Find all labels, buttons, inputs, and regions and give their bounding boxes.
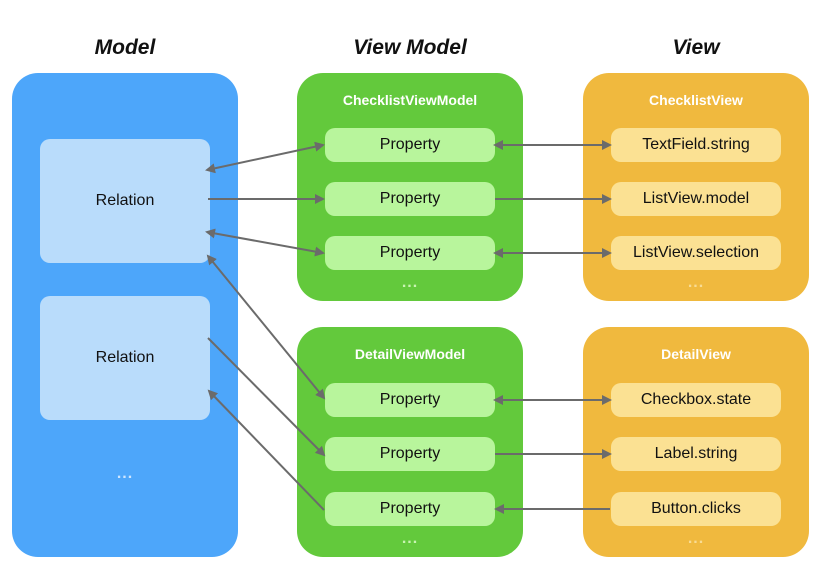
checklist-view-panel: ChecklistView TextField.string ListView.… bbox=[583, 73, 809, 301]
arrow-relation1-to-cvm-property1 bbox=[205, 141, 325, 174]
detail-vm-property-2: Property bbox=[325, 437, 495, 471]
relation-label-1: Relation bbox=[95, 192, 155, 209]
detail-view-title: DetailView bbox=[661, 346, 731, 362]
arrow-relation1-to-cvm-property3 bbox=[205, 228, 325, 257]
checklist-view-ellipsis: ... bbox=[687, 274, 705, 291]
model-panel: Relation Relation ... bbox=[12, 73, 238, 557]
checklist-view-model-title: ChecklistViewModel bbox=[342, 92, 478, 108]
detail-vm-ellipsis: ... bbox=[401, 530, 419, 547]
checklist-vm-property-1: Property bbox=[325, 128, 495, 162]
relation-box-1: Relation bbox=[40, 139, 210, 263]
relation-box-2: Relation bbox=[40, 296, 210, 420]
checklist-vm-property-2: Property bbox=[325, 182, 495, 216]
checklist-view-item-textfield: TextField.string bbox=[611, 128, 781, 162]
checklist-view-model-panel: ChecklistViewModel Property Property Pro… bbox=[297, 73, 523, 301]
arrow-relation2-to-dvm-property2 bbox=[207, 337, 326, 457]
checklist-vm-ellipsis: ... bbox=[401, 274, 419, 291]
arrow-relation1-to-dvm-property1 bbox=[206, 254, 326, 400]
detail-view-ellipsis: ... bbox=[687, 530, 705, 547]
detail-view-model-title: DetailViewModel bbox=[354, 346, 466, 362]
detail-view-model-panel: DetailViewModel Property Property Proper… bbox=[297, 327, 523, 557]
relation-label-2: Relation bbox=[95, 349, 155, 366]
checklist-vm-property-3: Property bbox=[325, 236, 495, 270]
detail-view-item-checkbox: Checkbox.state bbox=[611, 383, 781, 417]
detail-vm-property-1: Property bbox=[325, 383, 495, 417]
detail-view-item-label: Label.string bbox=[611, 437, 781, 471]
column-title-view: View bbox=[672, 36, 720, 59]
arrow-dvm-property3-to-relation2 bbox=[207, 389, 325, 511]
detail-view-panel: DetailView Checkbox.state Label.string B… bbox=[583, 327, 809, 557]
checklist-view-title: ChecklistView bbox=[649, 92, 743, 108]
column-title-model: Model bbox=[94, 36, 156, 59]
detail-vm-property-3: Property bbox=[325, 492, 495, 526]
checklist-view-item-listview-model: ListView.model bbox=[611, 182, 781, 216]
column-title-view-model: View Model bbox=[353, 36, 467, 59]
checklist-view-item-listview-selection: ListView.selection bbox=[611, 236, 781, 270]
model-ellipsis: ... bbox=[116, 465, 134, 482]
detail-view-item-button: Button.clicks bbox=[611, 492, 781, 526]
